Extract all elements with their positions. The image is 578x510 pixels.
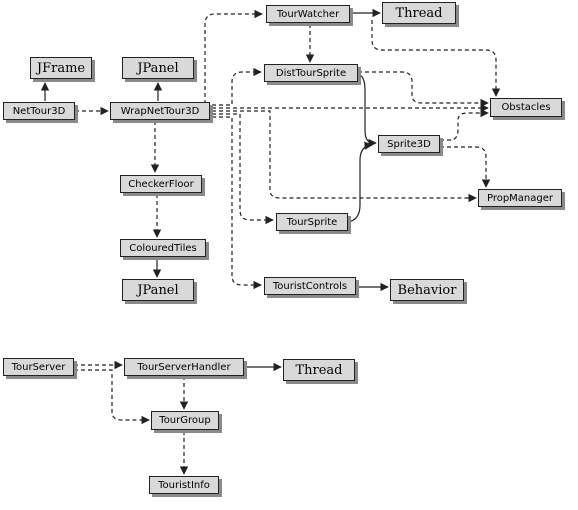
edge-wrapnettour3d-disttoursprite bbox=[212, 67, 262, 106]
checkerfloor-class: CheckerFloor bbox=[120, 175, 202, 193]
touristcontrols-class: TouristControls bbox=[264, 277, 356, 295]
wrapnettour3d-class: WrapNetTour3D bbox=[110, 102, 210, 120]
edge-sprite3d-propmanager bbox=[440, 146, 491, 188]
tourserverhandler-class: TourServerHandler bbox=[124, 358, 244, 376]
jpanel-top-class: JPanel bbox=[122, 57, 194, 79]
tourwatcher-class: TourWatcher bbox=[266, 5, 350, 23]
jpanel-bottom-class: JPanel bbox=[122, 279, 194, 301]
edge-toursprite-sprite3d bbox=[347, 141, 373, 223]
colouredtiles-class: ColouredTiles bbox=[120, 239, 206, 257]
propmanager-class: PropManager bbox=[478, 189, 562, 207]
edge-wrapnettour3d-toursprite bbox=[212, 113, 274, 225]
edge-tourwatcher-obstacles bbox=[371, 20, 501, 97]
obstacles-class: Obstacles bbox=[490, 98, 562, 117]
jframe-class: JFrame bbox=[30, 57, 92, 79]
edge-tourserver-tourgroup bbox=[74, 369, 150, 425]
sprite3d-class: Sprite3D bbox=[378, 135, 440, 153]
edge-wrapnettour3d-tourwatcher bbox=[204, 9, 263, 104]
edge-wrapnettour3d-propmanager bbox=[212, 110, 477, 203]
toursprite-class: TourSprite bbox=[276, 213, 348, 231]
edge-disttoursprite-obstacles bbox=[358, 71, 489, 108]
edge-sprite3d-obstacles bbox=[440, 108, 489, 141]
disttoursprite-class: DistTourSprite bbox=[264, 64, 358, 82]
thread-bottom-class: Thread bbox=[283, 359, 355, 381]
tourserver-class: TourServer bbox=[3, 358, 74, 376]
nettour3d-class: NetTour3D bbox=[3, 102, 75, 120]
edge-wrapnettour3d-touristcontrols bbox=[212, 116, 262, 290]
thread-top-class: Thread bbox=[382, 2, 456, 24]
touristinfo-class: TouristInfo bbox=[149, 476, 219, 494]
tourgroup-class: TourGroup bbox=[151, 411, 219, 430]
behavior-class: Behavior bbox=[390, 279, 464, 301]
